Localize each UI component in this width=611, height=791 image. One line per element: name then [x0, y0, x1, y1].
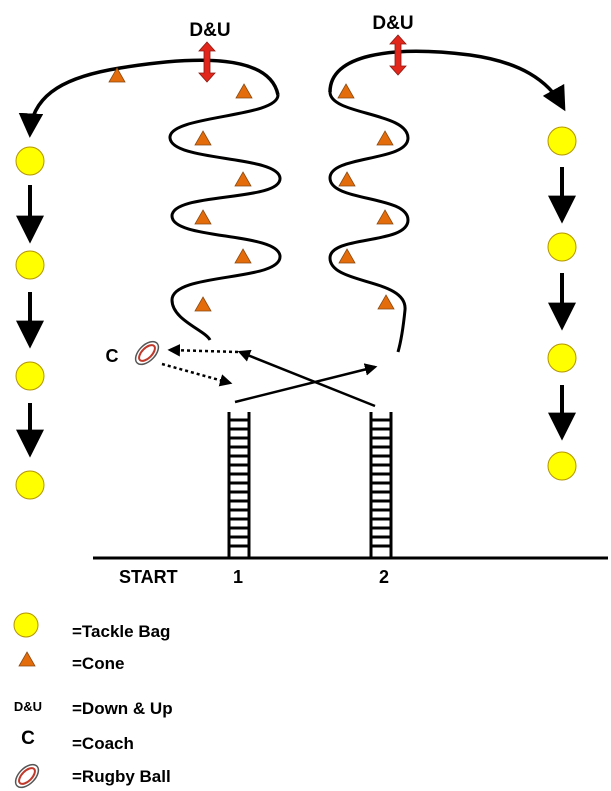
rugby-ball-icon [10, 759, 44, 791]
pass-arrow [161, 362, 233, 387]
legend-down-up-label: =Down & Up [72, 699, 173, 718]
legend-cone-label: =Cone [72, 654, 124, 673]
legend: =Tackle Bag =Cone D&U =Down & Up C =Coac… [10, 612, 173, 791]
legend-down-up-symbol: D&U [14, 699, 42, 714]
rugby-ball-icon [130, 336, 164, 370]
cone-icon [377, 294, 395, 310]
tackle-bag-icon [15, 250, 45, 280]
legend-coach-label: =Coach [72, 734, 134, 753]
left-weave-path [168, 94, 282, 341]
cone-icon [194, 209, 212, 225]
tackle-bag-icon [547, 451, 577, 481]
lane-2-label: 2 [379, 567, 389, 587]
cone-icon [337, 83, 355, 99]
down-up-left-label: D&U [189, 20, 230, 41]
tackle-bag-icon [547, 343, 577, 373]
tackle-bag-icon [547, 232, 577, 262]
down-up-right-label: D&U [372, 13, 413, 34]
right-weave-path [328, 91, 410, 353]
tackle-bag-icon [13, 612, 39, 638]
start-label: START [119, 567, 178, 587]
cone-icon [235, 83, 253, 99]
cone-icon [376, 209, 394, 225]
legend-coach-symbol: C [21, 728, 35, 749]
down-up-right-arrow-icon [389, 34, 407, 76]
cross-run-arrow [234, 363, 378, 404]
cone-icon [194, 130, 212, 146]
tackle-bag-icon [15, 470, 45, 500]
cone-icon [234, 171, 252, 187]
lane-1-label: 1 [233, 567, 243, 587]
cone-icon [18, 651, 36, 667]
cone-icon [338, 171, 356, 187]
legend-tackle-bag-label: =Tackle Bag [72, 622, 170, 641]
legend-rugby-ball-label: =Rugby Ball [72, 767, 171, 786]
pass-arrow [167, 344, 239, 357]
tackle-bag-icon [547, 126, 577, 156]
cone-icon [376, 130, 394, 146]
cone-icon [338, 248, 356, 264]
cross-run-arrow [237, 349, 376, 408]
coach-label: C [106, 346, 119, 366]
tackle-bag-icon [15, 361, 45, 391]
ladder-1 [227, 412, 251, 558]
left-sweep-arrow [18, 58, 280, 138]
right-sweep-arrow [328, 49, 566, 112]
ladder-2 [369, 412, 393, 558]
tackle-bag-icon [15, 146, 45, 176]
cone-icon [194, 296, 212, 312]
cone-icon [234, 248, 252, 264]
